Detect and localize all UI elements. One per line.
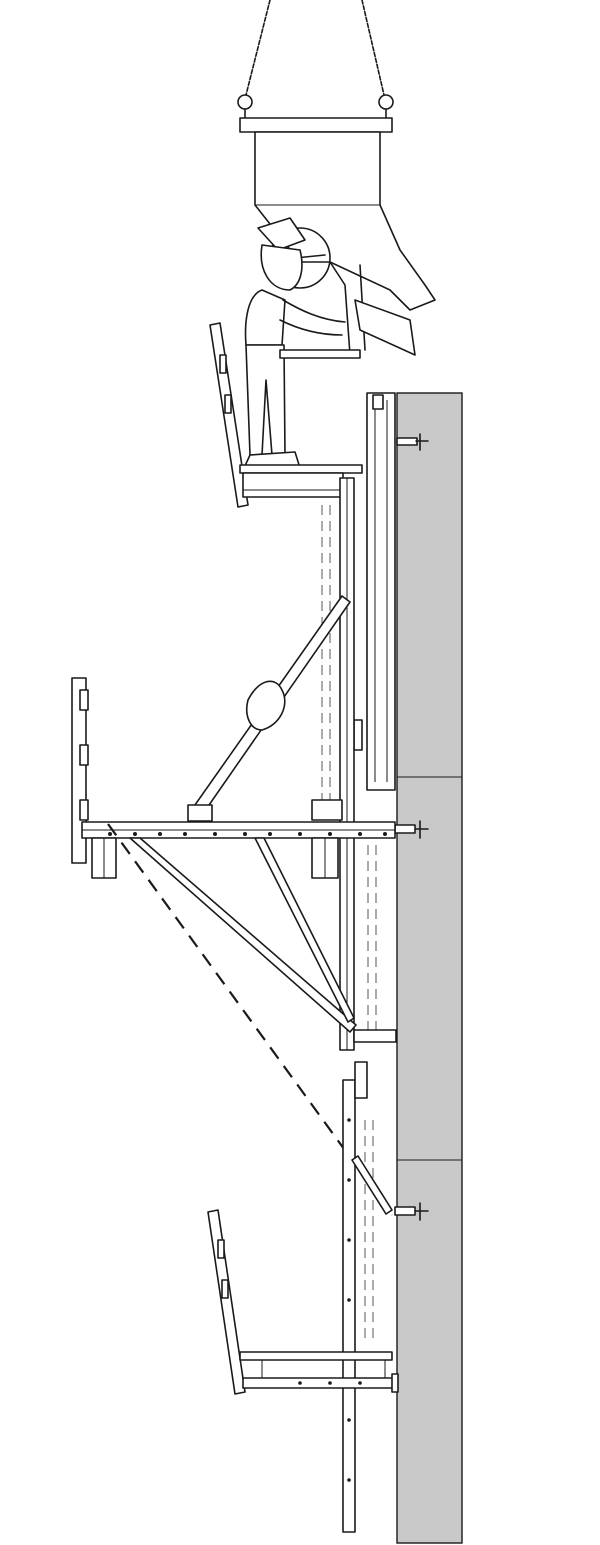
concrete-wall — [396, 392, 463, 1544]
worker-figure — [243, 217, 346, 469]
lower-platform — [207, 1209, 399, 1395]
crane-chains — [237, 0, 394, 119]
upper-platform — [209, 322, 363, 508]
formwork-panel — [353, 392, 396, 791]
main-platform — [71, 677, 396, 1033]
vertical-post — [321, 477, 397, 1051]
wall-tie — [394, 1202, 429, 1221]
climbing-rail — [342, 1061, 393, 1533]
hook-icon — [378, 94, 394, 119]
wall-tie — [396, 433, 429, 451]
push-pull-prop — [187, 595, 351, 822]
hook-icon — [237, 94, 253, 119]
deck-holes — [108, 832, 387, 836]
